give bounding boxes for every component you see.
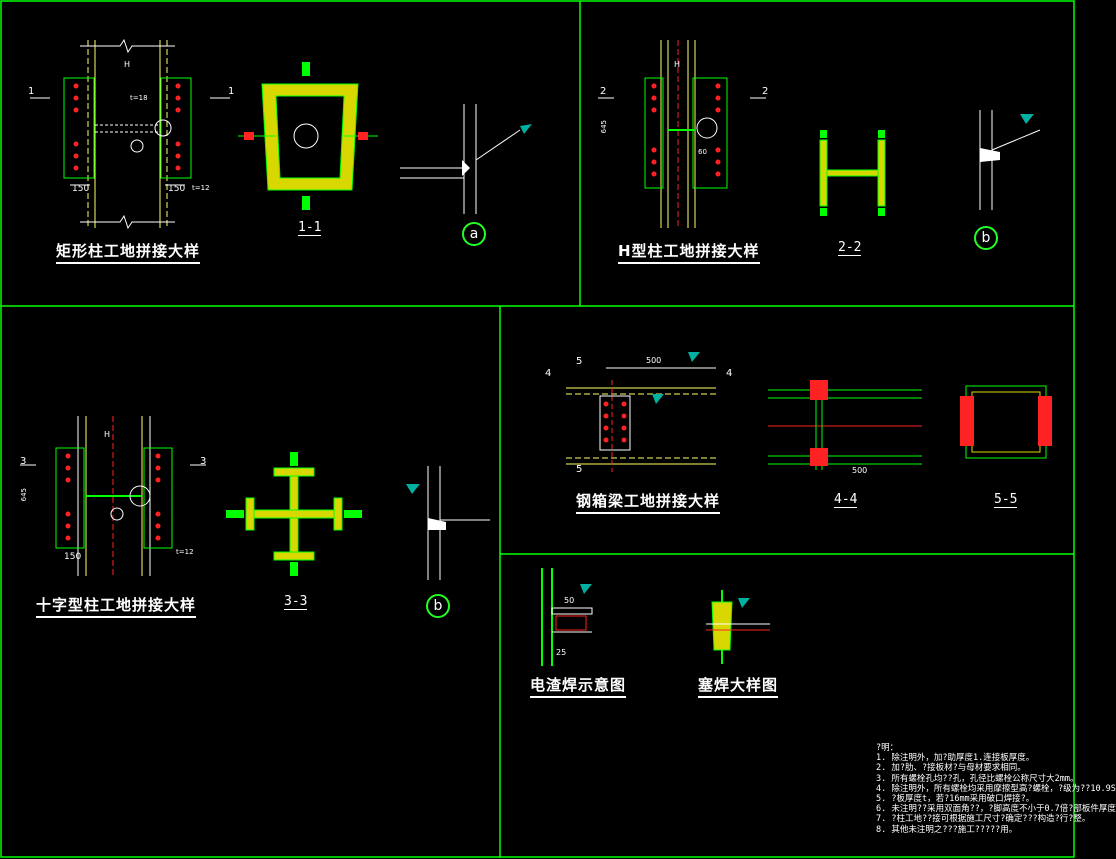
cut-label-5-top: 5: [576, 356, 583, 367]
section-1-1-drawing: [238, 62, 378, 210]
section-label-2-2: 2-2: [838, 240, 862, 256]
title-cross-column-splice: 十字型柱工地拼接大样: [36, 594, 197, 618]
title-plug-weld: 塞焊大样图: [698, 674, 779, 698]
cut-label-1-left: 1: [28, 86, 35, 97]
cross-column-splice-detail: [20, 416, 206, 576]
section-5-5-drawing: [960, 385, 1052, 459]
electroslag-weld-drawing: [541, 568, 593, 666]
dim-500-section-44: 500: [852, 466, 868, 475]
general-notes: ?明： 1. 除注明外，加?助厚度1.连接板厚度。 2. 加?肋、?接板材?与母…: [876, 743, 1116, 835]
dim-H-rect: H: [124, 60, 131, 69]
dim-H-cross: H: [104, 430, 111, 439]
cut-label-3-left: 3: [20, 456, 27, 467]
cad-drawing-canvas: [0, 0, 1075, 858]
section-label-1-1: 1-1: [298, 220, 322, 236]
thickness-t18-rect: t=18: [130, 94, 148, 102]
section-2-2-drawing: [819, 130, 886, 216]
box-beam-bolts: [603, 401, 627, 443]
dim-50-electroslag: 50: [564, 596, 575, 605]
weld-detail-b-lower-drawing: [406, 466, 490, 580]
rect-column-bolts: [73, 83, 181, 171]
note-line-2: 2. 加?肋、?接板材?与母材要求相同。: [876, 763, 1026, 774]
section-label-4-4: 4-4: [834, 492, 858, 508]
cut-label-4-left: 4: [545, 368, 552, 379]
note-line-8: 8. 其他未注明之???施工?????用。: [876, 824, 1018, 835]
cut-label-2-left: 2: [600, 86, 607, 97]
dim-H-hcol: H: [674, 60, 681, 69]
dim-150-cross: 150: [64, 552, 82, 562]
section-label-3-3: 3-3: [284, 594, 308, 610]
note-line-5: 5. ?板厚度t，若?16mm采用破口焊接?。: [876, 793, 1035, 804]
note-line-7: 7. ?柱工地??接可根据施工尺寸?确定???构造?行?整。: [876, 814, 1091, 825]
detail-marker-b-lower: b: [426, 594, 450, 618]
cross-column-bolts: [65, 453, 161, 541]
dim-25-electroslag: 25: [556, 648, 567, 657]
title-rect-column-splice: 矩形柱工地拼接大样: [56, 240, 201, 264]
plug-weld-drawing: [706, 590, 770, 664]
title-electroslag-weld: 电渣焊示意图: [530, 674, 627, 698]
dim-645-cross: 645: [20, 488, 28, 502]
title-box-beam-splice: 钢箱梁工地拼接大样: [576, 490, 721, 514]
weld-detail-a-drawing: [400, 104, 532, 214]
section-3-3-drawing: [226, 452, 362, 576]
title-h-column-splice: H型柱工地拼接大样: [618, 240, 760, 264]
weld-detail-b-upper-drawing: [979, 110, 1041, 210]
thickness-t12-cross: t=12: [176, 548, 194, 556]
box-beam-splice-detail: [566, 352, 716, 472]
note-line-1: 1. 除注明外，加?助厚度1.连接板厚度。: [876, 753, 1035, 764]
dim-60-hcol: 60: [698, 148, 707, 156]
dim-150-rect-right: 150: [168, 184, 186, 194]
h-column-splice-detail: [598, 40, 766, 228]
drawing-frame: [0, 0, 1075, 858]
cut-label-2-right: 2: [762, 86, 769, 97]
dim-500-box-beam: 500: [646, 356, 662, 365]
note-line-6: 6. 未注明??采用双面角??，?脚高度不小于0.7倍?部板件厚度: [876, 804, 1116, 815]
section-4-4-drawing: [768, 380, 922, 470]
cut-label-5-bottom: 5: [576, 464, 583, 475]
rect-column-splice-detail: [30, 38, 230, 230]
notes-header: ?明：: [876, 743, 899, 753]
detail-marker-a: a: [462, 222, 486, 246]
note-line-3: 3. 所有螺栓孔均??孔，孔径比螺栓公称尺寸大2mm。: [876, 773, 1079, 784]
thickness-t12-rect: t=12: [192, 184, 210, 192]
h-column-bolts: [651, 83, 721, 177]
cut-label-1-right: 1: [228, 86, 235, 97]
cut-label-4-right: 4: [726, 368, 733, 379]
dim-150-rect-left: 150: [72, 184, 90, 194]
cut-label-3-right: 3: [200, 456, 207, 467]
detail-marker-b-upper: b: [974, 226, 998, 250]
dim-645-hcol: 645: [600, 120, 608, 134]
note-line-4: 4. 除注明外，所有螺栓均采用摩擦型高?螺栓，?级为??10.9S: [876, 783, 1116, 794]
section-label-5-5: 5-5: [994, 492, 1018, 508]
